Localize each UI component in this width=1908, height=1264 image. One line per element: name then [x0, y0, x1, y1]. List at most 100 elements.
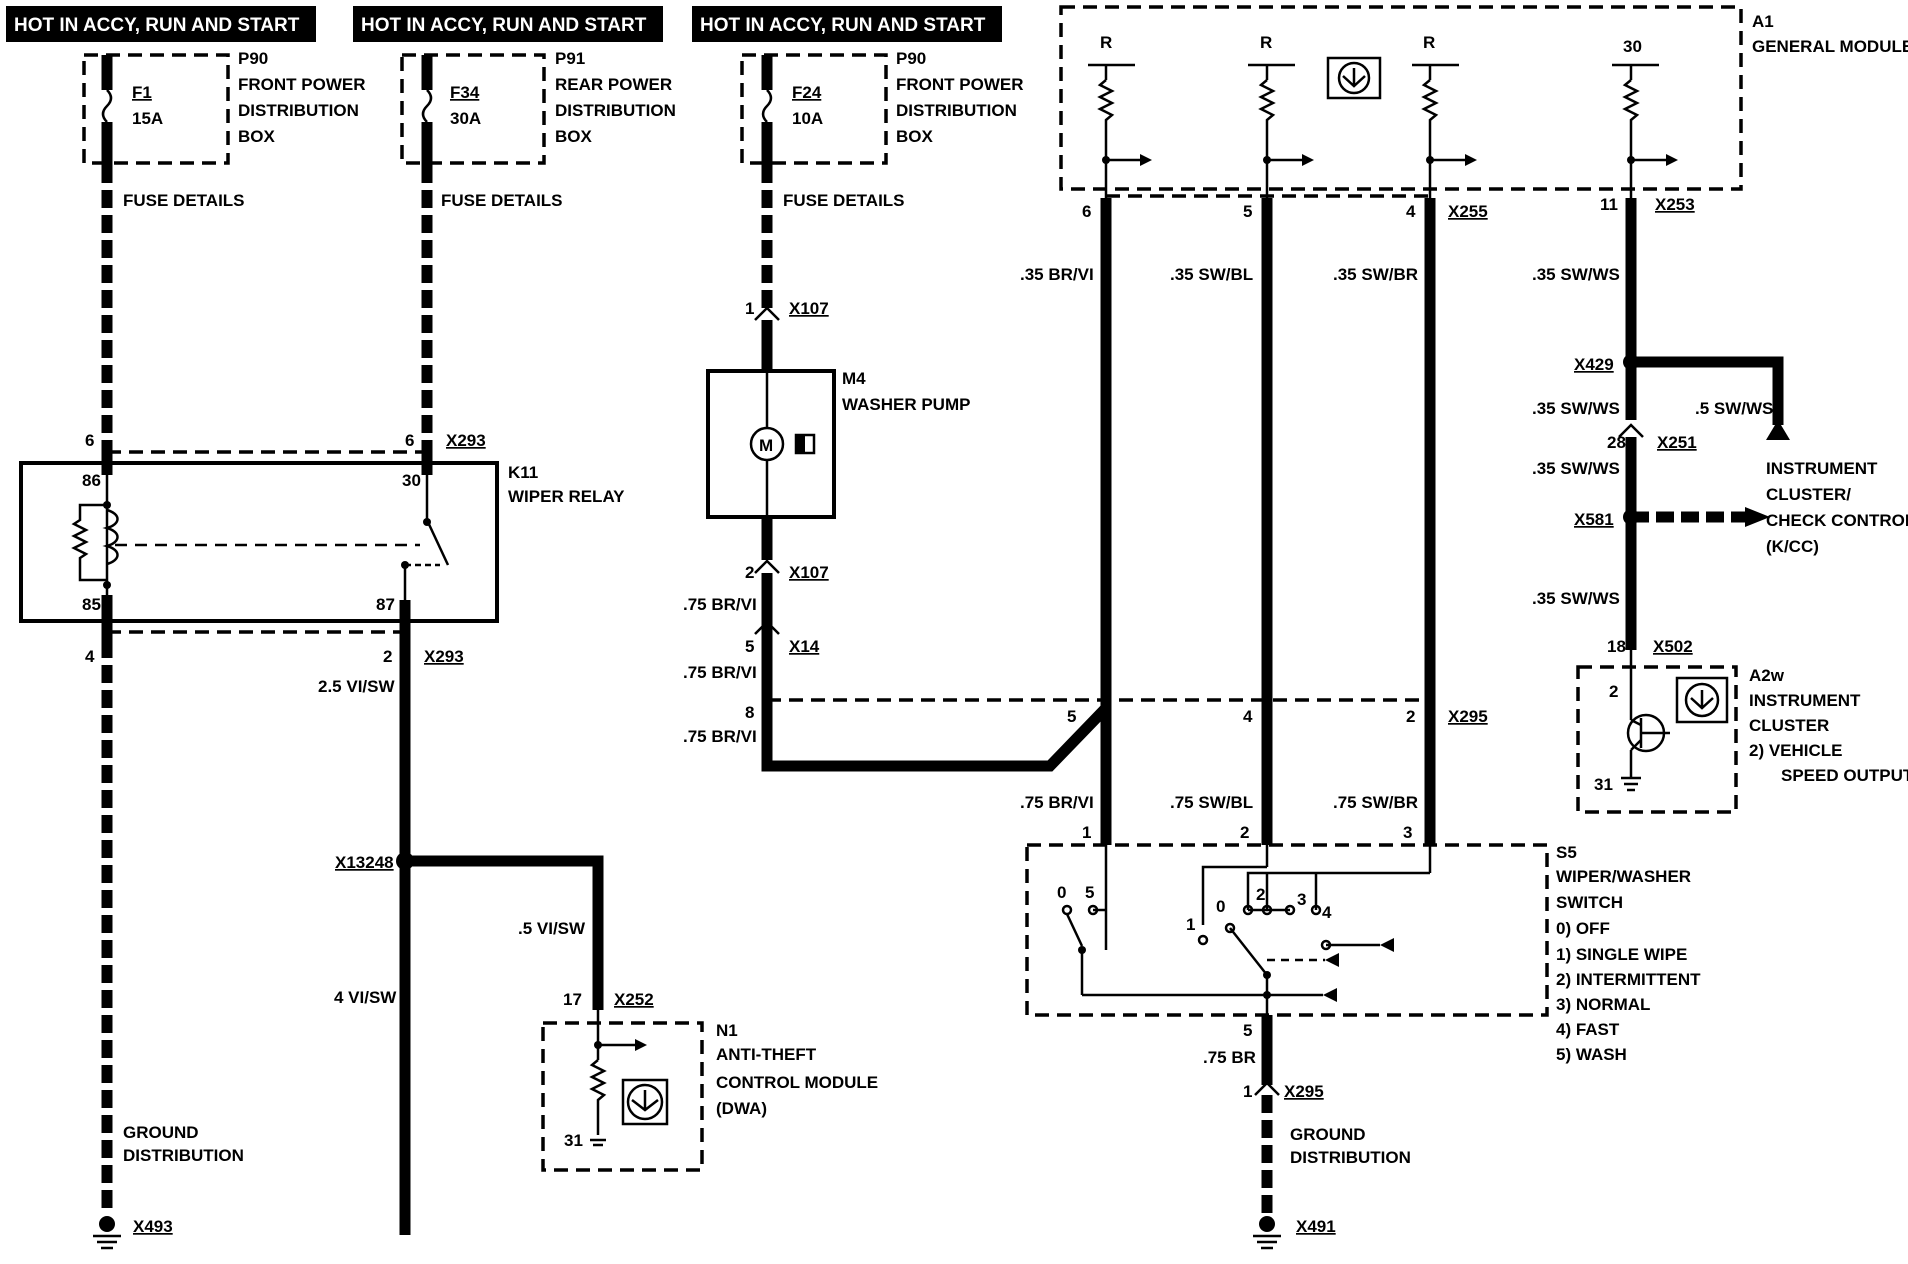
wire-label: .75 SW/BR [1333, 793, 1418, 812]
cluster-ref: A2w [1749, 666, 1785, 685]
a1-pullup-4 [1612, 63, 1678, 200]
a1-pullup-1 [1088, 63, 1152, 200]
wire-label: .35 SW/WS [1532, 399, 1620, 418]
connector-label: X252 [614, 990, 654, 1009]
fuse-icon [761, 89, 773, 123]
pin-label: 85 [82, 595, 101, 614]
wire-label: .75 BR/VI [683, 595, 757, 614]
ground-distribution-right: GROUND DISTRIBUTION X491 [1253, 1125, 1411, 1250]
fuse-box-name-1: FRONT POWER [896, 75, 1024, 94]
switch-mode-5: 5) WASH [1556, 1045, 1627, 1064]
resistor-icon [1258, 79, 1276, 200]
wire-label: 4 VI/SW [334, 988, 397, 1007]
switch-name-2: SWITCH [1556, 893, 1623, 912]
fuse-box-name-2: DISTRIBUTION [896, 101, 1017, 120]
fuse-box-name-1: REAR POWER [555, 75, 672, 94]
fuse-icon [101, 89, 113, 123]
fuse-box-p90-f24: F24 10A P90 FRONT POWER DISTRIBUTION BOX… [740, 49, 1024, 210]
switch-position-label: 0 [1216, 897, 1225, 916]
pin-label: 2 [745, 563, 754, 582]
pin-label: R [1260, 33, 1272, 52]
kcc-label-4: (K/CC) [1766, 537, 1819, 556]
fuse-box-name-2: DISTRIBUTION [555, 101, 676, 120]
pin-label: 31 [564, 1131, 583, 1150]
module-icon [1675, 676, 1729, 724]
fuse-rating: 30A [450, 109, 481, 128]
fuse-box-name-2: DISTRIBUTION [238, 101, 359, 120]
motor-label: M [759, 436, 773, 455]
switch-mode-4: 4) FAST [1556, 1020, 1620, 1039]
pin-label: 6 [85, 431, 94, 450]
fuse-details-label: FUSE DETAILS [783, 191, 905, 210]
pin-label: 18 [1607, 637, 1626, 656]
wiper-relay-k11: 6 6 X293 K11 WIPER RELAY 86 85 30 87 [19, 431, 625, 640]
fuse-box-p91-f34: F34 30A P91 REAR POWER DISTRIBUTION BOX … [400, 49, 676, 210]
fuse-rating: 10A [792, 109, 823, 128]
header-power-1-label: HOT IN ACCY, RUN AND START [14, 15, 300, 36]
instrument-cluster-a2w: 2 31 A2w INSTRUMENT CLUSTER 2) VEHICLE S… [1576, 650, 1908, 814]
pin-label: 1 [1243, 1082, 1252, 1101]
coil-icon [102, 508, 119, 566]
pin-label: 8 [745, 703, 754, 722]
wire-label: .75 SW/BL [1170, 793, 1253, 812]
wire-label: .5 SW/WS [1695, 399, 1773, 418]
pin-label: 6 [1082, 202, 1091, 221]
switch-ref: S5 [1556, 843, 1577, 862]
wire-label: .35 SW/WS [1532, 459, 1620, 478]
fuse-details-label: FUSE DETAILS [441, 191, 563, 210]
pin-label: 5 [1243, 202, 1252, 221]
pin-label: R [1100, 33, 1112, 52]
switch-lever-icon [1065, 913, 1084, 947]
switch-position-label: 4 [1322, 903, 1332, 922]
module-name-1: ANTI-THEFT [716, 1045, 817, 1064]
pin-label: 4 [1243, 707, 1253, 726]
connector-label: X107 [789, 563, 829, 582]
wire-label: .35 SW/BL [1170, 265, 1253, 284]
pin-label: 31 [1594, 775, 1613, 794]
wire-label: .75 BR/VI [683, 663, 757, 682]
switch-position-label: 0 [1057, 883, 1066, 902]
header-power-2: HOT IN ACCY, RUN AND START [353, 6, 663, 42]
connector-label: X253 [1655, 195, 1695, 214]
connector-label: X293 [424, 647, 464, 666]
cluster-name-3: 2) VEHICLE [1749, 741, 1843, 760]
switch-mode-1: 1) SINGLE WIPE [1556, 945, 1687, 964]
wire-label: .5 VI/SW [518, 919, 586, 938]
kcc-label-3: CHECK CONTROL [1766, 511, 1908, 530]
pump-name: WASHER PUMP [842, 395, 970, 414]
connector-label: X502 [1653, 637, 1693, 656]
module-icon [1326, 56, 1382, 100]
wire-label: .75 BR [1203, 1048, 1256, 1067]
switch-position-label: 3 [1297, 890, 1306, 909]
ground-icon [99, 1216, 115, 1232]
kcc-label-1: INSTRUMENT [1766, 459, 1878, 478]
resistor-icon [1097, 79, 1115, 200]
pin-label: 4 [1406, 202, 1416, 221]
pin-label: 1 [1082, 823, 1091, 842]
ground-label-2: DISTRIBUTION [1290, 1148, 1411, 1167]
fuse-id: F34 [450, 83, 480, 102]
connector-label: X107 [789, 299, 829, 318]
switch-lever-icon [1229, 927, 1268, 976]
pin-label: 30 [1623, 37, 1642, 56]
pin-label: 17 [563, 990, 582, 1009]
relay-ref: K11 [508, 463, 538, 482]
header-power-3: HOT IN ACCY, RUN AND START [692, 6, 1002, 42]
switch-position-label: 2 [1256, 885, 1265, 904]
module-name-2: CONTROL MODULE [716, 1073, 878, 1092]
splice-label: X13248 [335, 853, 394, 872]
module-name-3: (DWA) [716, 1099, 767, 1118]
fuse-box-ref: P90 [896, 49, 926, 68]
header-power-2-label: HOT IN ACCY, RUN AND START [361, 15, 647, 36]
module-name: GENERAL MODULE [1752, 37, 1908, 56]
fuse-id: F1 [132, 83, 152, 102]
ground-label-1: GROUND [1290, 1125, 1366, 1144]
pin-label: 4 [85, 647, 95, 666]
pin-label: 5 [745, 637, 754, 656]
fuse-box-name-1: FRONT POWER [238, 75, 366, 94]
pump-ref: M4 [842, 369, 866, 388]
pin-label: 2 [1609, 682, 1618, 701]
header-power-3-label: HOT IN ACCY, RUN AND START [700, 15, 986, 36]
switch-mode-3: 3) NORMAL [1556, 995, 1650, 1014]
ground-icon [1259, 1216, 1275, 1232]
